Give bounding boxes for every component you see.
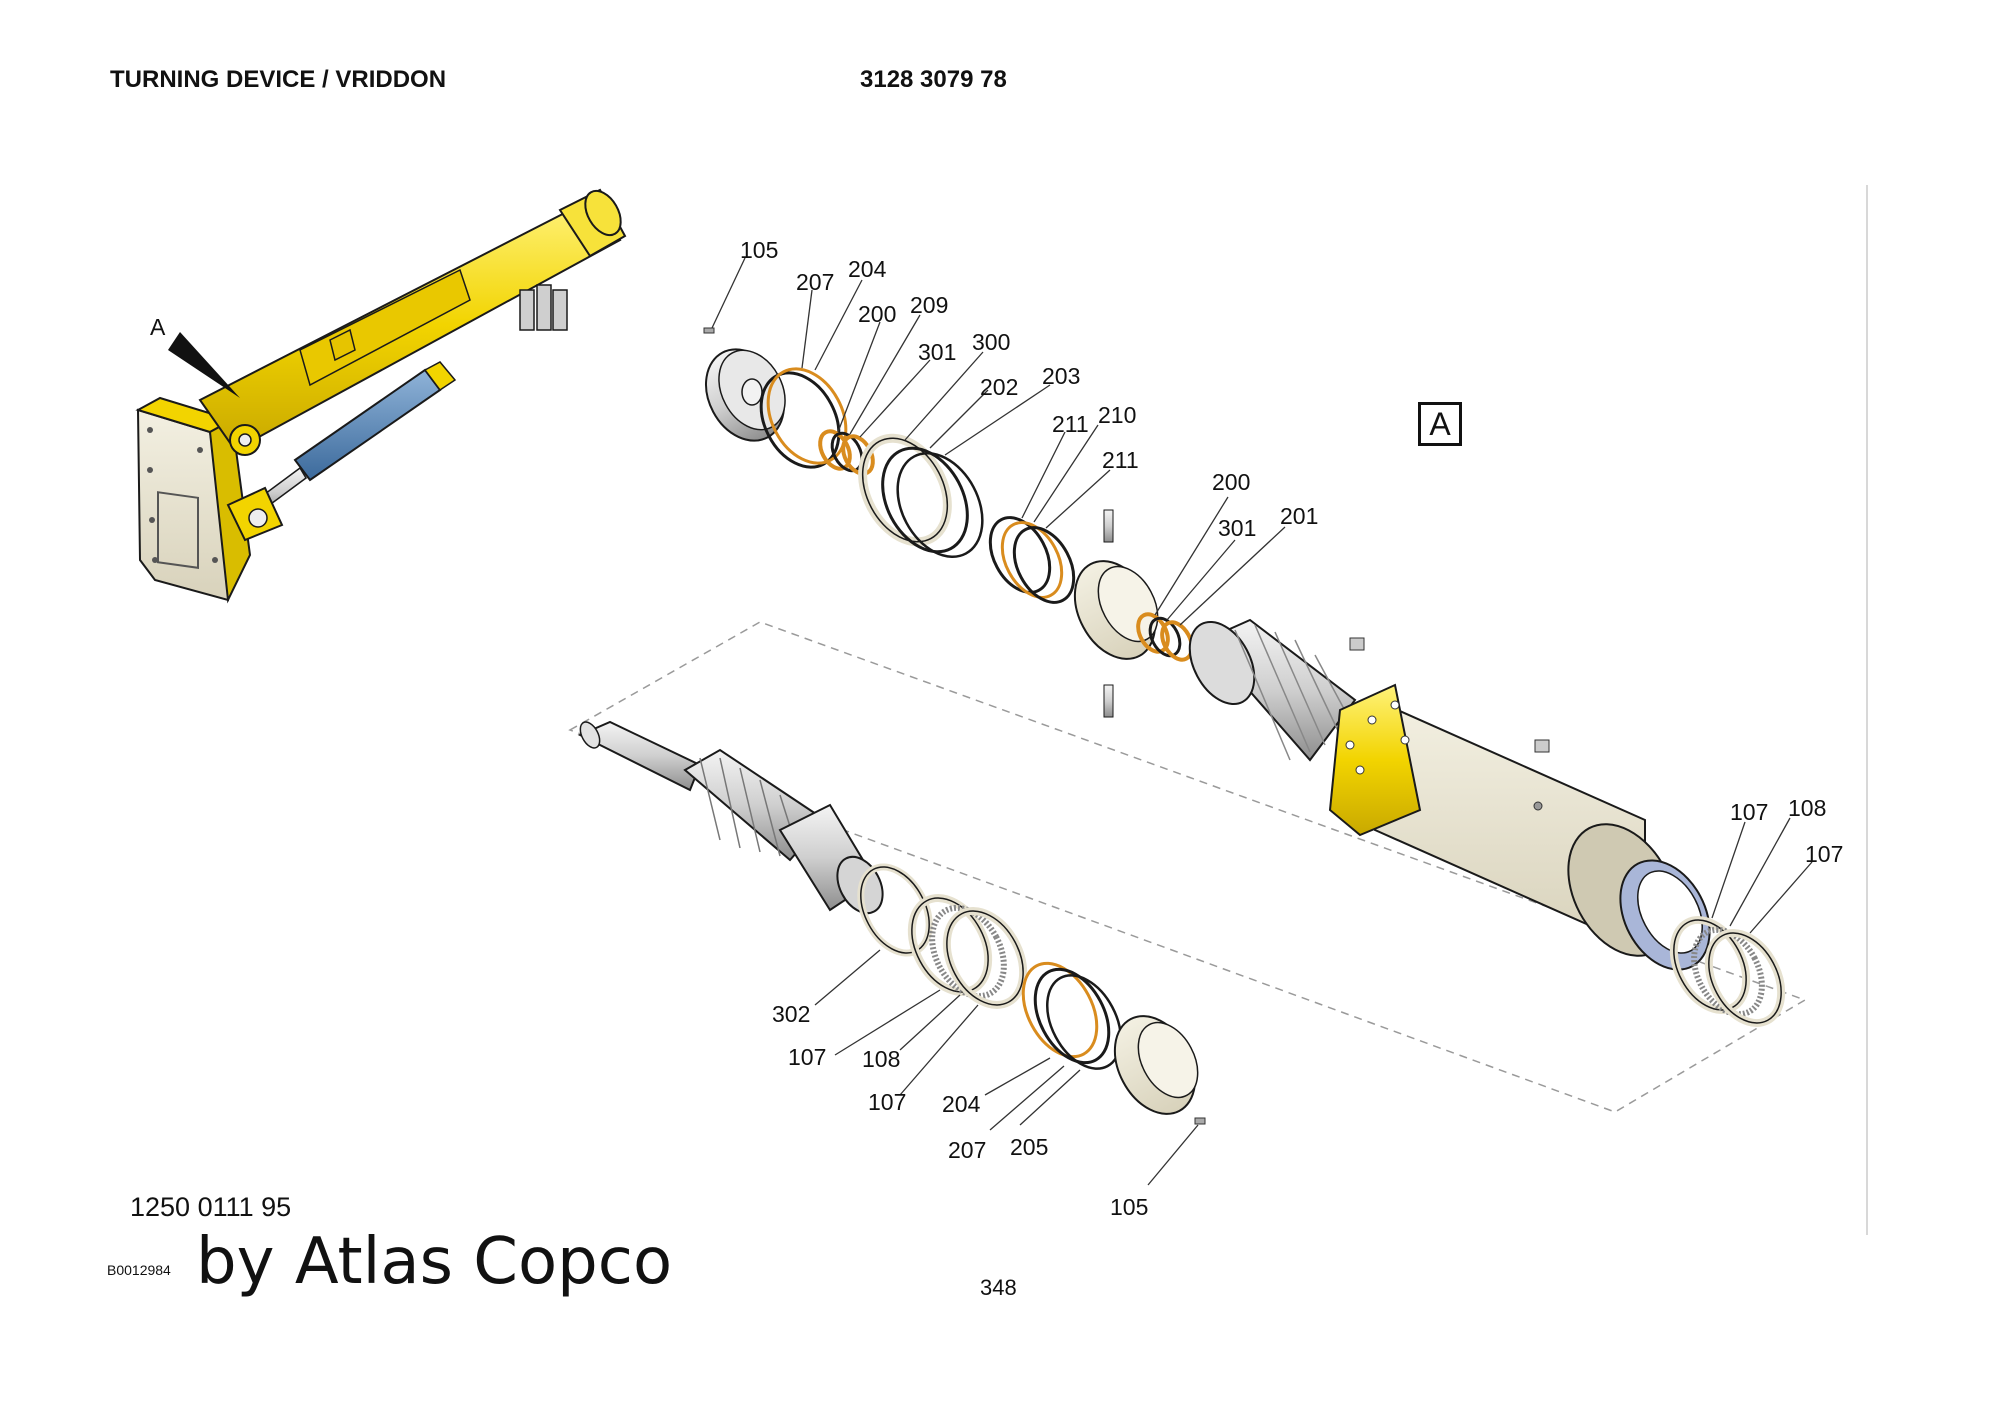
detail-reference-box: A [1418, 402, 1462, 446]
callout-107-right-b: 107 [1805, 841, 1843, 867]
ring-211-a [988, 516, 1052, 594]
set-screw-105-top [703, 327, 715, 334]
overview-marker-label: A [150, 314, 166, 340]
callout-105-bottom: 105 [1110, 1194, 1148, 1220]
callout-204: 204 [848, 256, 887, 282]
callout-202: 202 [980, 374, 1018, 400]
callout-211-b: 211 [1102, 447, 1139, 473]
guide-pin-bottom [1103, 684, 1114, 718]
lock-nut [1619, 859, 1711, 971]
page-number: 348 [980, 1275, 1017, 1300]
assembly-outline [568, 621, 1807, 1113]
bearing-sleeve [1073, 560, 1159, 660]
brand-watermark: by Atlas Copco [196, 1225, 673, 1299]
ring-201 [1160, 620, 1194, 662]
callout-108-lower: 108 [862, 1046, 900, 1072]
part-number: 3128 3079 78 [860, 66, 1007, 93]
spline-shaft [577, 720, 884, 915]
ring-204-lower [1021, 961, 1099, 1059]
callout-107-lower-b: 107 [868, 1089, 906, 1115]
ring-205-lower [1046, 974, 1122, 1070]
callout-301: 301 [918, 339, 956, 365]
ring-211-b [1012, 526, 1076, 604]
callout-201: 201 [1280, 503, 1318, 529]
ring-203 [896, 452, 984, 558]
callout-205-lower: 205 [1010, 1134, 1048, 1160]
lower-parts-row [577, 720, 1206, 1125]
kit-number: 1250 0111 95 [130, 1192, 292, 1222]
callout-207-lower: 207 [948, 1137, 986, 1163]
helical-sleeve [1188, 618, 1357, 762]
cylinder-screw [1534, 739, 1550, 753]
callout-107-lower-a: 107 [788, 1044, 826, 1070]
callout-107-right-a: 107 [1730, 799, 1768, 825]
callout-labels: 105 207 204 200 209 301 300 202 203 211 … [740, 237, 1843, 1220]
callout-211-a: 211 [1052, 411, 1089, 437]
drawing-id: B0012984 [107, 1262, 171, 1278]
flange-screw [1349, 637, 1365, 651]
ring-210 [1000, 521, 1064, 599]
ring-204 [766, 367, 848, 465]
callout-210: 210 [1098, 402, 1136, 428]
ring-301-b [1148, 616, 1182, 658]
callout-209: 209 [910, 292, 948, 318]
ring-202 [881, 446, 969, 554]
callout-302: 302 [772, 1001, 810, 1027]
callout-207: 207 [796, 269, 834, 295]
callout-108-right: 108 [1788, 795, 1826, 821]
callout-105: 105 [740, 237, 778, 263]
callout-204-lower: 204 [942, 1091, 981, 1117]
callout-300: 300 [972, 329, 1010, 355]
leader-lines [711, 257, 1813, 1186]
guide-pin-top [1103, 509, 1114, 543]
page-title: TURNING DEVICE / VRIDDON [110, 66, 447, 93]
boom-overview-illustration [135, 188, 627, 604]
set-screw-105-bottom [1194, 1117, 1206, 1125]
bearing-108-right [1691, 926, 1765, 1018]
upper-parts-row [703, 327, 1786, 1027]
overview-marker-arrow [168, 332, 240, 398]
bottom-nut [1113, 1015, 1199, 1115]
callout-200-b: 200 [1212, 469, 1250, 495]
callout-301-b: 301 [1218, 515, 1256, 541]
ring-207-lower [1033, 967, 1111, 1065]
callout-203: 203 [1042, 363, 1080, 389]
callout-200: 200 [858, 301, 896, 327]
bearing-108-lower [929, 904, 1007, 1000]
end-cap [705, 348, 786, 442]
